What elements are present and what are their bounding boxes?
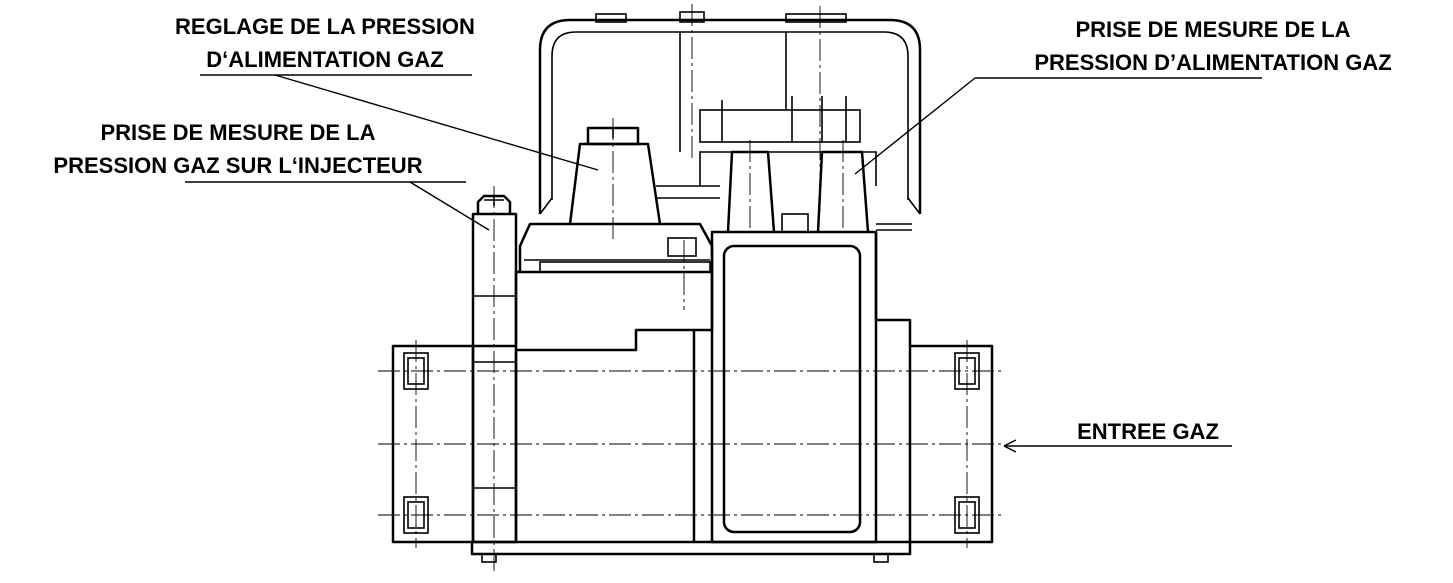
label-alim-line1: PRISE DE MESURE DE LA	[1075, 17, 1350, 42]
label-alim-line2: PRESSION D’ALIMENTATION GAZ	[1034, 50, 1391, 75]
label-prise-injecteur: PRISE DE MESURE DE LA PRESSION GAZ SUR L…	[53, 120, 422, 178]
leader-reglage	[274, 74, 599, 171]
label-inject-line1: PRISE DE MESURE DE LA	[100, 120, 375, 145]
arrow-entree	[1003, 439, 1017, 453]
label-entree-gaz: ENTREE GAZ	[1077, 419, 1219, 444]
body-upper-left	[473, 270, 714, 352]
base-plate	[470, 540, 912, 563]
connector-cover	[538, 11, 922, 215]
label-reglage-line1: REGLAGE DE LA PRESSION	[175, 14, 475, 39]
label-entree: ENTREE GAZ	[1077, 419, 1219, 444]
regulator-cap	[518, 126, 714, 273]
label-reglage-pression: REGLAGE DE LA PRESSION D‘ALIMENTATION GA…	[175, 14, 475, 72]
label-inject-line2: PRESSION GAZ SUR L‘INJECTEUR	[53, 153, 422, 178]
injector-tap-column	[471, 194, 518, 544]
label-reglage-line2: D‘ALIMENTATION GAZ	[206, 47, 444, 72]
valve-body	[378, 4, 1005, 574]
center-lines	[378, 4, 1005, 574]
leader-alim	[854, 77, 976, 175]
label-prise-alimentation: PRISE DE MESURE DE LA PRESSION D’ALIMENT…	[1034, 17, 1391, 75]
leader-inject	[409, 181, 490, 231]
leader-lines	[185, 74, 1262, 453]
coil-housing	[710, 223, 912, 544]
